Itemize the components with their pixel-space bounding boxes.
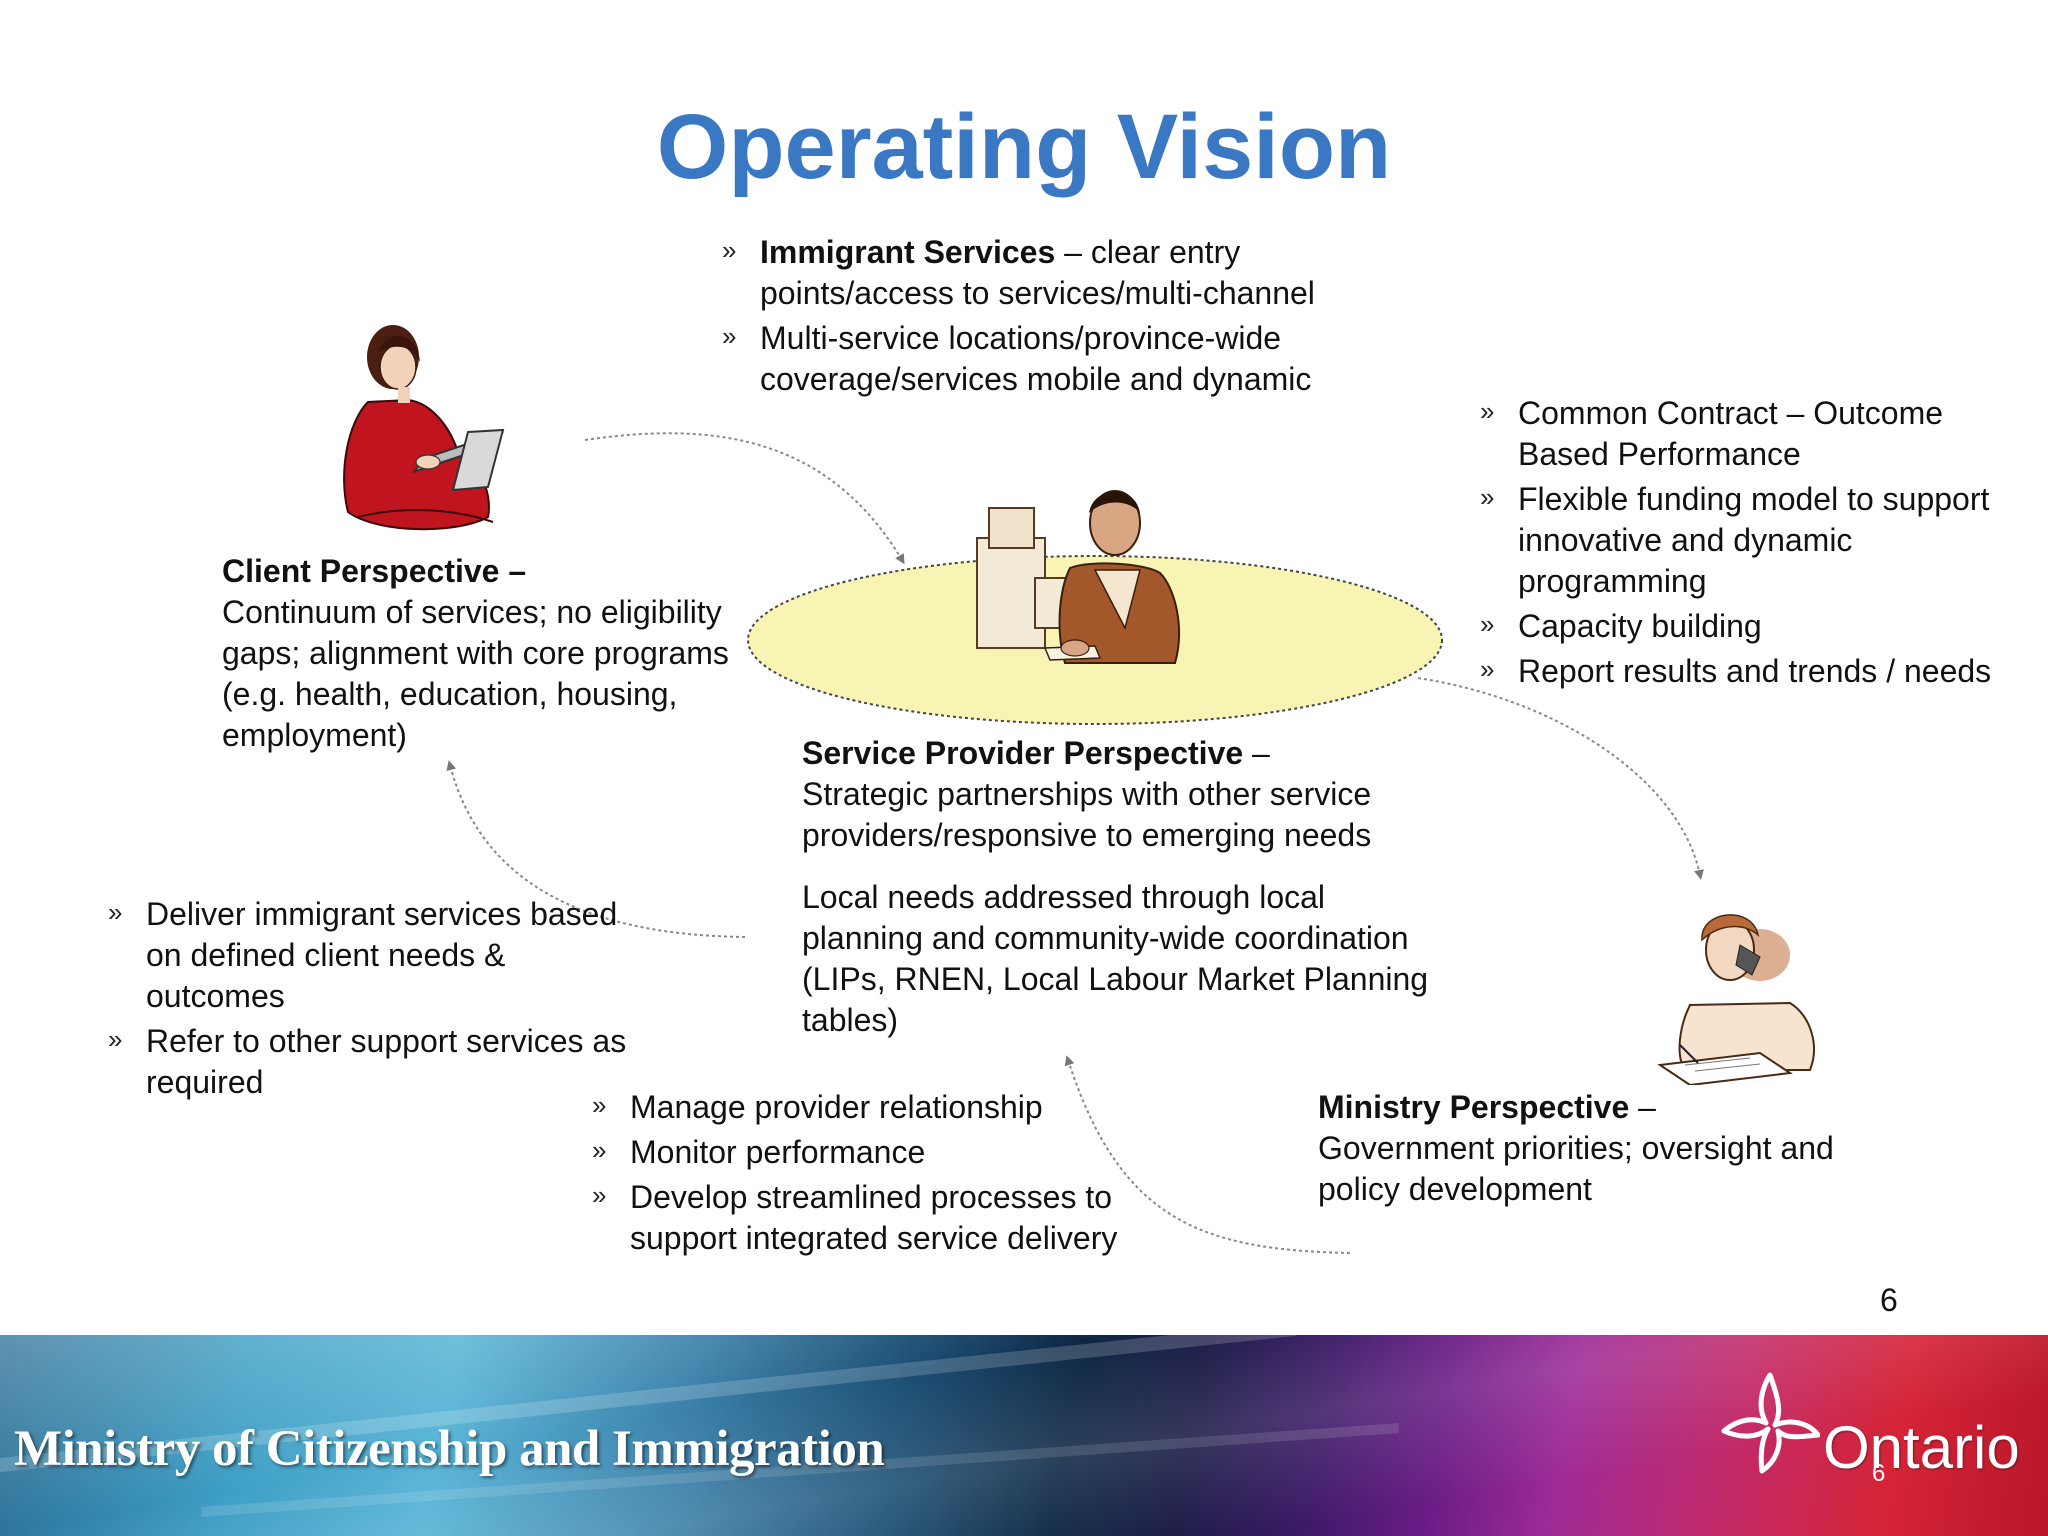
bullet-icon: »	[108, 1024, 123, 1054]
list-item: »Multi-service locations/province-wide c…	[722, 318, 1342, 400]
list-item: »Deliver immigrant services based on def…	[108, 894, 648, 1017]
bullet-icon: »	[1480, 654, 1495, 684]
list-item: »Manage provider relationship	[592, 1087, 1132, 1128]
service-provider-perspective: Service Provider Perspective – Strategic…	[802, 733, 1442, 1041]
list-item: »Immigrant Services – clear entry points…	[722, 232, 1342, 314]
service-provider-body: Strategic partnerships with other servic…	[802, 776, 1372, 853]
bullet-icon: »	[592, 1090, 607, 1120]
bullet-icon: »	[1480, 396, 1495, 426]
page-number: 6	[1880, 1282, 1898, 1318]
bullet-icon: »	[592, 1135, 607, 1165]
service-provider-man-computer-illustration	[976, 490, 1181, 664]
ministry-perspective: Ministry Perspective – Government priori…	[1318, 1089, 1834, 1207]
ministry-perspective-heading: Ministry Perspective	[1318, 1089, 1630, 1125]
arrow-client-to-provider	[584, 432, 905, 565]
page-title: Operating Vision	[656, 96, 1392, 198]
list-item: »Flexible funding model to support innov…	[1480, 479, 2040, 602]
local-needs-text: Local needs addressed through local plan…	[802, 879, 1429, 1038]
footer-banner: Ministry of Citizenship and Immigration …	[0, 1335, 2048, 1536]
client-perspective-heading: Client Perspective –	[222, 553, 527, 589]
client-woman-laptop-illustration	[343, 325, 505, 531]
arrow-ministry-to-bottom	[1064, 1055, 1351, 1254]
ministry-perspective-body: Government priorities; oversight and pol…	[1318, 1130, 1834, 1207]
list-item: »Refer to other support services as requ…	[108, 1021, 648, 1103]
immigrant-services-block: »Immigrant Services – clear entry points…	[722, 232, 1342, 404]
list-item: »Report results and trends / needs	[1480, 651, 2040, 692]
list-item: »Develop streamlined processes to suppor…	[592, 1177, 1132, 1259]
ontario-logo-text: Ontario	[1823, 1414, 2020, 1481]
list-item: »Common Contract – Outcome Based Perform…	[1480, 393, 2040, 475]
arrow-provider-to-ministry	[1417, 677, 1704, 880]
ministry-name: Ministry of Citizenship and Immigration	[14, 1421, 885, 1477]
footer-page-number: 6	[1872, 1460, 1886, 1487]
bullet-icon: »	[1480, 482, 1495, 512]
trillium-logo-icon	[1721, 1372, 1820, 1474]
client-perspective: Client Perspective – Continuum of servic…	[222, 551, 742, 756]
client-perspective-body: Continuum of services; no eligibility ga…	[222, 594, 729, 753]
list-item: »Capacity building	[1480, 606, 2040, 647]
bullet-icon: »	[722, 321, 737, 351]
bullet-icon: »	[108, 897, 123, 927]
provider-management-block: »Manage provider relationship »Monitor p…	[592, 1087, 1132, 1263]
funding-block: »Common Contract – Outcome Based Perform…	[1480, 393, 2040, 696]
bullet-icon: »	[1480, 609, 1495, 639]
service-provider-heading: Service Provider Perspective	[802, 735, 1244, 771]
arrow-provider-to-client	[446, 760, 746, 938]
deliver-services-block: »Deliver immigrant services based on def…	[108, 894, 648, 1107]
bullet-icon: »	[722, 235, 737, 265]
bullet-icon: »	[592, 1180, 607, 1210]
ministry-woman-phone-illustration	[1657, 914, 1815, 1085]
list-item: »Monitor performance	[592, 1132, 1132, 1173]
